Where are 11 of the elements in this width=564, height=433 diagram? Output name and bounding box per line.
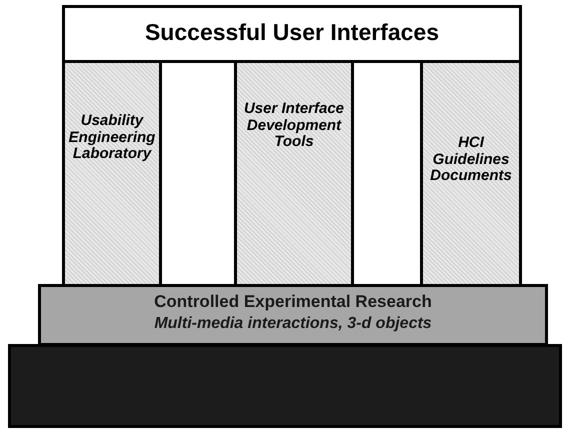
pillar [420, 60, 522, 287]
foundation-band [38, 284, 548, 346]
pillar [62, 60, 162, 287]
pillar-label: User Interface Development Tools [242, 101, 346, 150]
band-subtitle: Multi-media interactions, 3-d objects [153, 315, 433, 333]
roof-title: Successful User Interfaces [144, 20, 440, 46]
base-band [8, 344, 562, 428]
band-title: Controlled Experimental Research [153, 293, 433, 312]
pillar-label: HCI Guidelines Documents [429, 135, 513, 184]
pillar-label: Usability Engineering Laboratory [68, 113, 156, 162]
pillar [234, 60, 354, 287]
